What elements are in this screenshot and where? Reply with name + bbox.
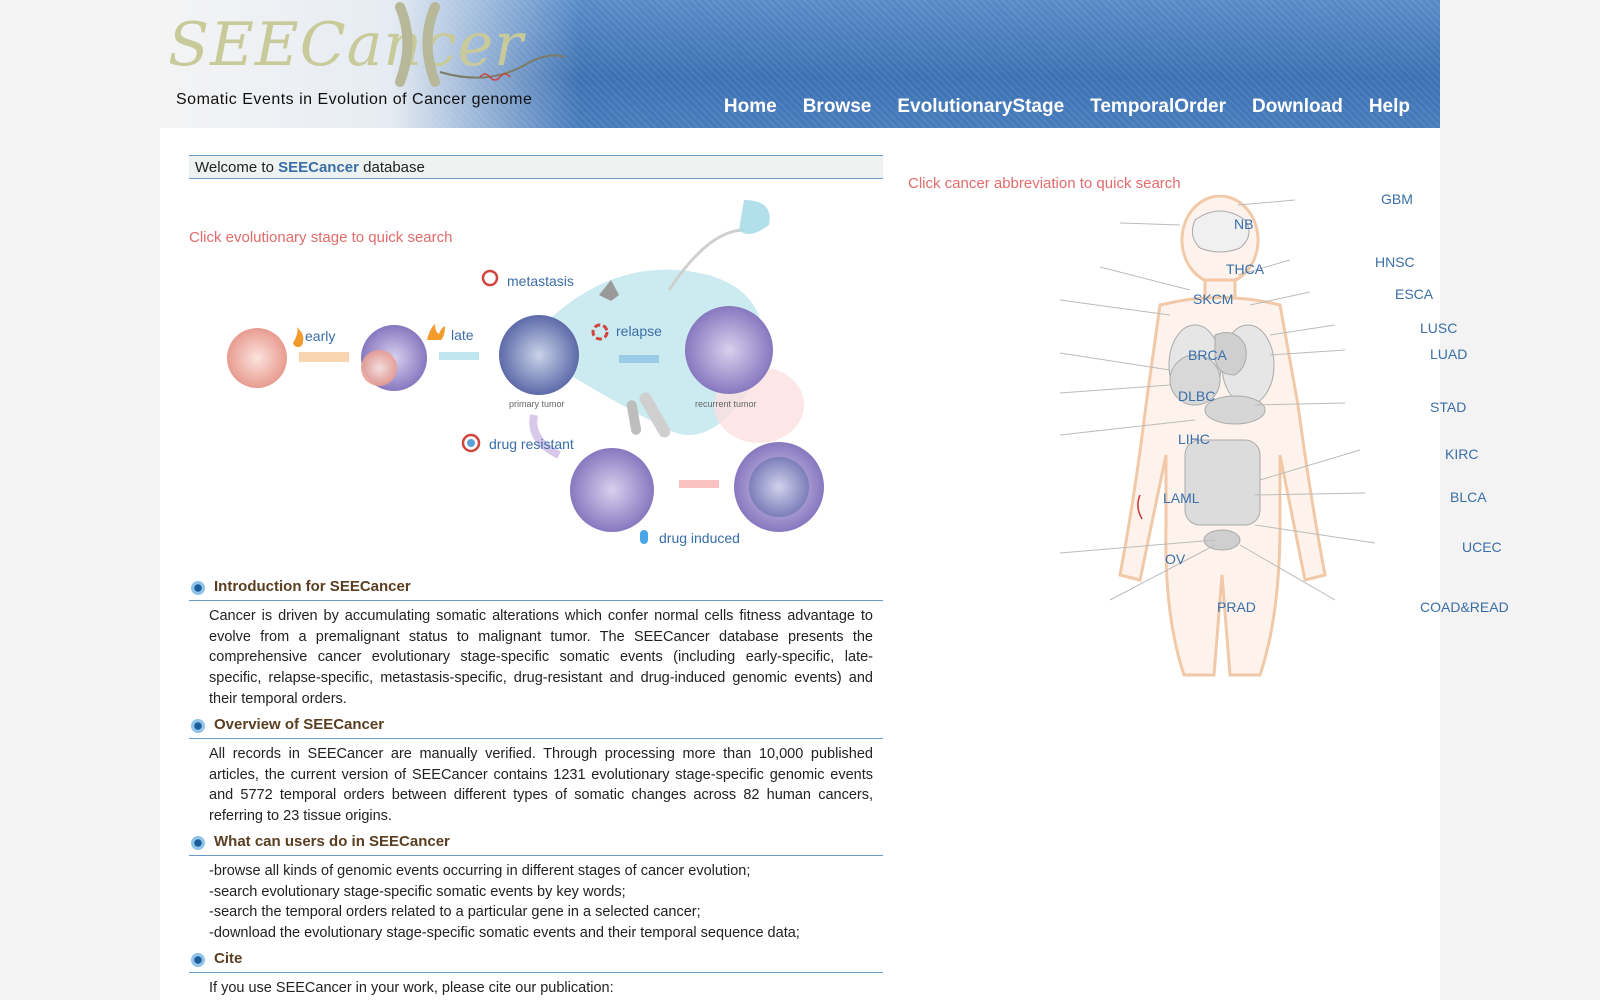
stage-drug-induced[interactable]: drug induced: [659, 530, 740, 546]
bullet-icon: [191, 836, 205, 850]
cancer-lusc[interactable]: LUSC: [1420, 320, 1458, 336]
main-nav: Home Browse EvolutionaryStage TemporalOr…: [724, 96, 1410, 118]
stage-hint: Click evolutionary stage to quick search: [189, 229, 453, 246]
cancer-dlbc[interactable]: DLBC: [1178, 388, 1216, 404]
bullet-icon: [191, 953, 205, 967]
primary-tumor-cells: [499, 315, 579, 395]
nav-temporal-order[interactable]: TemporalOrder: [1090, 96, 1227, 117]
drug-resistant-icon: [461, 433, 481, 453]
section-overview-header: Overview of SEECancer: [189, 714, 883, 739]
nav-home[interactable]: Home: [723, 96, 777, 117]
bullet-icon: [191, 719, 205, 733]
cancer-nb[interactable]: NB: [1234, 216, 1254, 232]
cancer-skcm[interactable]: SKCM: [1193, 291, 1234, 307]
section-cite-body: If you use SEECancer in your work, pleas…: [209, 980, 614, 996]
welcome-banner: Welcome to SEECancer database: [189, 155, 883, 179]
cancer-prad[interactable]: PRAD: [1217, 599, 1256, 615]
stage-drug-resistant[interactable]: drug resistant: [489, 436, 574, 452]
cancer-kirc[interactable]: KIRC: [1445, 446, 1479, 462]
nav-download[interactable]: Download: [1252, 96, 1343, 117]
section-title: Introduction for SEECancer: [214, 578, 411, 595]
fire-icon: [427, 324, 445, 340]
cancer-luad[interactable]: LUAD: [1430, 346, 1468, 362]
evolution-diagram: primary tumor recurrent tumor: [227, 200, 824, 544]
logo-word: SEECancer: [168, 10, 524, 80]
logo[interactable]: SEECancer Somatic Events in Evolution of…: [160, 0, 580, 128]
cancer-gbm[interactable]: GBM: [1381, 191, 1413, 207]
cancer-ov[interactable]: OV: [1165, 551, 1186, 567]
cancer-lihc[interactable]: LIHC: [1178, 431, 1210, 447]
stage-early[interactable]: early: [305, 328, 336, 344]
list-item: -search the temporal orders related to a…: [209, 904, 701, 921]
metastasis-blob: [529, 269, 763, 435]
chromosome-icon: [395, 2, 566, 87]
cancer-thca[interactable]: THCA: [1226, 261, 1265, 277]
stage-late[interactable]: late: [451, 327, 474, 343]
cancer-brca[interactable]: BRCA: [1188, 347, 1227, 363]
recurrent-tumor-cells: [685, 306, 773, 394]
normal-cells: [227, 328, 287, 388]
logo-tagline: Somatic Events in Evolution of Cancer ge…: [176, 91, 533, 108]
welcome-prefix: Welcome to: [195, 159, 274, 176]
section-users-header: What can users do in SEECancer: [189, 831, 883, 856]
stage-relapse[interactable]: relapse: [616, 323, 662, 339]
section-cite-header: Cite: [189, 948, 883, 973]
section-title: What can users do in SEECancer: [214, 833, 450, 850]
list-item: -download the evolutionary stage-specifi…: [209, 925, 800, 942]
primary-tumor-caption: primary tumor: [509, 399, 565, 409]
relapse-icon: [591, 323, 609, 341]
nav-help[interactable]: Help: [1368, 96, 1410, 117]
cancer-stad[interactable]: STAD: [1430, 399, 1467, 415]
section-users-list: -browse all kinds of genomic events occu…: [209, 861, 873, 944]
pill-icon: [640, 530, 648, 544]
stage-metastasis[interactable]: metastasis: [507, 273, 574, 289]
cancer-hnsc[interactable]: HNSC: [1375, 254, 1415, 270]
section-title: Overview of SEECancer: [214, 716, 385, 733]
body-map: GBM NB HNSC THCA ESCA SKCM LUSC LUAD BRC…: [980, 191, 1509, 685]
human-body-diagram: [1059, 194, 1376, 677]
section-introduction-header: Introduction for SEECancer: [189, 576, 883, 601]
section-title: Cite: [214, 950, 243, 967]
cancer-coad-read[interactable]: COAD&READ: [1420, 599, 1509, 615]
nav-browse[interactable]: Browse: [802, 96, 872, 117]
welcome-brand: SEECancer: [278, 159, 359, 176]
cancer-hint: Click cancer abbreviation to quick searc…: [908, 175, 1181, 192]
section-introduction-body: Cancer is driven by accumulating somatic…: [209, 608, 873, 707]
flame-icon: [293, 327, 304, 348]
cancer-esca[interactable]: ESCA: [1395, 286, 1434, 302]
welcome-suffix: database: [363, 159, 425, 176]
recurrent-tumor-caption: recurrent tumor: [695, 399, 757, 409]
metastasis-icon: [481, 269, 499, 287]
bullet-icon: [191, 581, 205, 595]
evolution-figure: primary tumor recurrent tumor early late…: [189, 190, 883, 560]
cancer-blca[interactable]: BLCA: [1450, 489, 1487, 505]
cancer-ucec[interactable]: UCEC: [1462, 539, 1502, 555]
section-overview-body: All records in SEECancer are manually ve…: [209, 746, 873, 825]
list-item: -browse all kinds of genomic events occu…: [209, 863, 751, 879]
nav-evolutionary-stage[interactable]: EvolutionaryStage: [897, 96, 1065, 117]
header: SEECancer Somatic Events in Evolution of…: [160, 0, 1440, 128]
cancer-laml[interactable]: LAML: [1163, 490, 1200, 506]
page: SEECancer Somatic Events in Evolution of…: [160, 0, 1509, 1000]
list-item: -search evolutionary stage-specific soma…: [209, 883, 626, 900]
resistant-cells: [570, 448, 654, 532]
